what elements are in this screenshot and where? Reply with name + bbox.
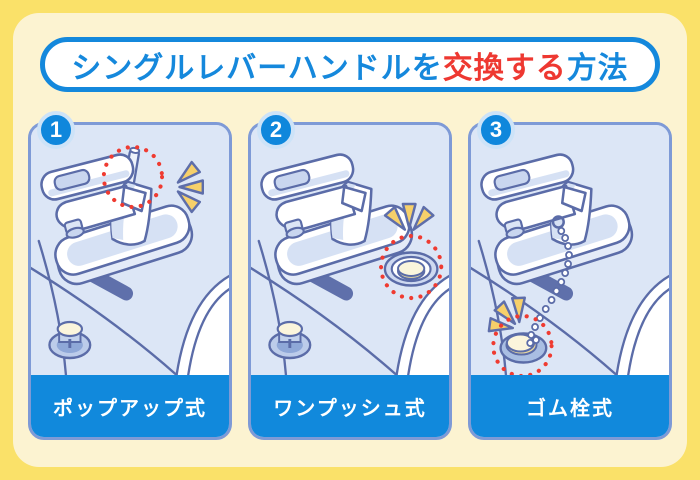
popup-faucet-illustration xyxy=(31,125,229,375)
type-label: ポップアップ式 xyxy=(53,397,207,420)
chain-icon xyxy=(526,215,573,347)
step-panel-rubber-stopper: 3 xyxy=(468,111,672,440)
highlight-dotted-circle-icon xyxy=(101,144,165,210)
title-part-1: シングルレバーハンドルを xyxy=(71,51,443,85)
type-label-bar: ポップアップ式 xyxy=(31,375,229,437)
panel-body: ワンプッシュ式 xyxy=(248,122,452,440)
highlight-dotted-circle-icon xyxy=(491,313,554,375)
type-label: ゴム栓式 xyxy=(526,397,614,420)
panel-row: 1 ポップアップ式 2 xyxy=(28,111,672,440)
type-label-bar: ゴム栓式 xyxy=(471,375,669,437)
step-number: 3 xyxy=(489,117,503,142)
type-label-bar: ワンプッシュ式 xyxy=(251,375,449,437)
rubber-stopper-icon xyxy=(499,332,548,364)
step-panel-popup: 1 ポップアップ式 xyxy=(28,111,232,440)
highlight-dotted-circle-icon xyxy=(379,233,444,301)
step-panel-onepush: 2 ワンプッシュ式 xyxy=(248,111,452,440)
title-part-3: 方法 xyxy=(566,51,629,85)
type-label: ワンプッシュ式 xyxy=(273,397,427,420)
step-number: 1 xyxy=(49,117,63,142)
onepush-faucet-illustration xyxy=(251,125,449,375)
push-button-icon xyxy=(383,251,439,287)
step-badge: 3 xyxy=(477,111,515,149)
title-banner: シングルレバーハンドルを交換する方法 xyxy=(40,37,660,92)
panel-body: ポップアップ式 xyxy=(28,122,232,440)
step-badge: 1 xyxy=(37,111,75,149)
step-number: 2 xyxy=(269,117,283,142)
rubber-stopper-faucet-illustration xyxy=(471,125,669,375)
panel-body: ゴム栓式 xyxy=(468,122,672,440)
step-badge: 2 xyxy=(257,111,295,149)
title-part-2: 交換する xyxy=(442,51,567,85)
